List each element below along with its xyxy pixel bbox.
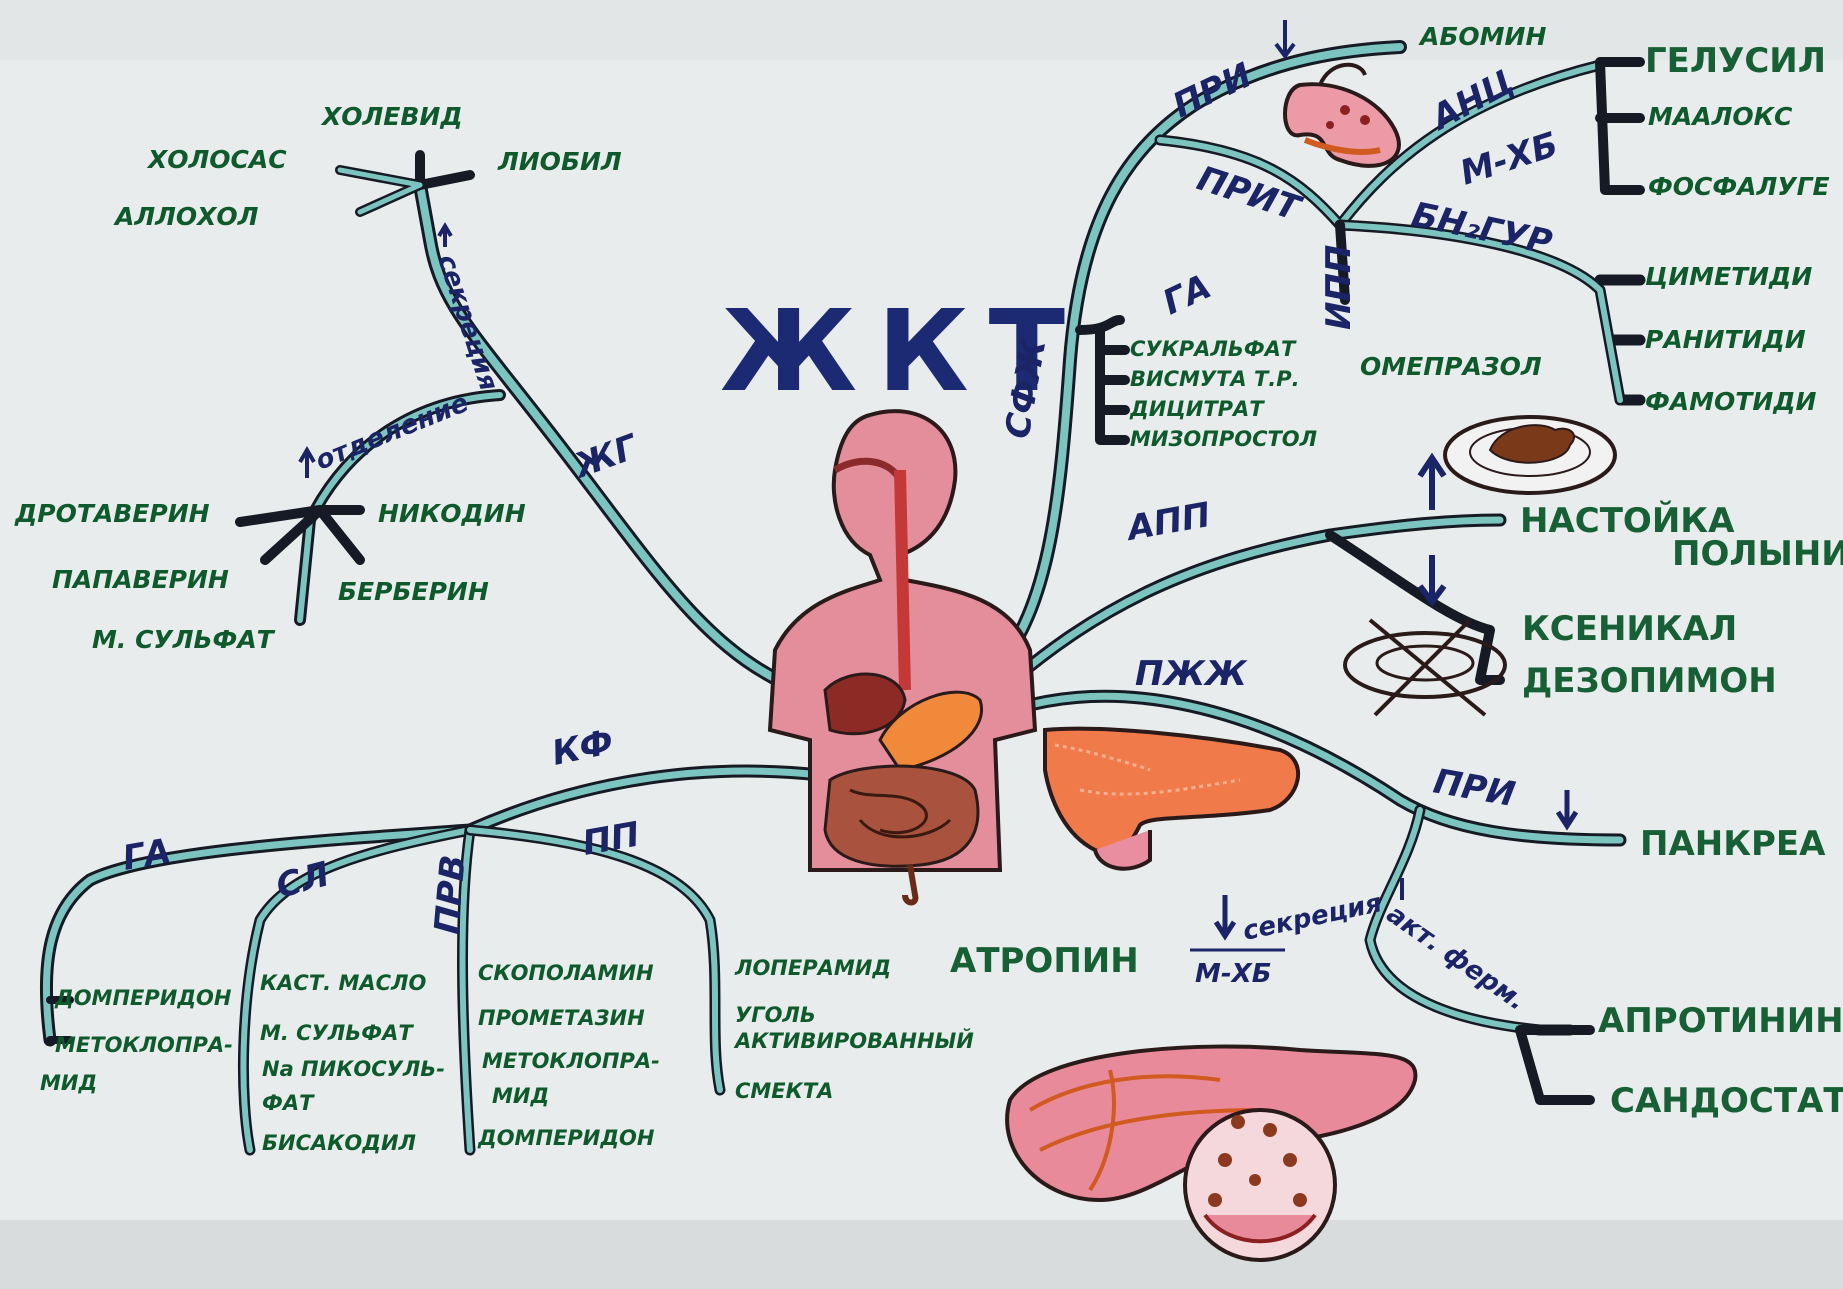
drug-prometazin: ПРОМЕТАЗИН: [478, 1006, 645, 1030]
drug-dicitrat: ДИЦИТРАТ: [1129, 397, 1265, 421]
branch-label-pancreas: ПЖЖ: [1135, 654, 1248, 694]
drug-ksenikal: КСЕНИКАЛ: [1522, 609, 1737, 649]
drug-ugol: УГОЛЬ: [735, 1003, 816, 1027]
drug-kast-maslo: КАСТ. МАСЛО: [260, 971, 426, 995]
drug-mizoprostol: МИЗОПРОСТОЛ: [1130, 427, 1317, 451]
drug-famotidin: ФАМОТИДИ: [1645, 387, 1817, 416]
branch-label-ga-intestine: ГА: [120, 831, 174, 879]
drug-papaverin: ПАПАВЕРИН: [52, 565, 229, 594]
drug-cimetidin: ЦИМЕТИДИ: [1645, 262, 1812, 291]
drug-metoklopramid-ga: МЕТОКЛОПРА-: [55, 1033, 233, 1057]
drug-liobil: ЛИОБИЛ: [497, 147, 622, 176]
drug-holosas: ХОЛОСАС: [146, 145, 287, 174]
drug-domperidon-prb: ДОМПЕРИДОН: [477, 1126, 655, 1150]
drug-ranitidin: РАНИТИДИ: [1645, 325, 1806, 354]
drug-pankrea: ПАНКРЕА: [1640, 824, 1826, 864]
drug-smekta: СМЕКТА: [735, 1079, 833, 1103]
drug-gelusil: ГЕЛУСИЛ: [1645, 41, 1826, 81]
drug-omeprazol: ОМЕПРАЗОЛ: [1360, 352, 1542, 381]
pancreas-secretion-sub: М-ХБ: [1195, 959, 1272, 989]
drug-aprotinin: АПРОТИНИН: [1598, 1001, 1843, 1041]
drug-vismuta: ВИСМУТА Т.Р.: [1130, 367, 1300, 391]
drug-polyni: ПОЛЫНИ: [1672, 534, 1843, 574]
drug-drotaverin: ДРОТАВЕРИН: [14, 499, 210, 528]
food-plate-icon: [1445, 417, 1615, 493]
drug-metoklopramid-prb: МЕТОКЛОПРА-: [482, 1049, 660, 1073]
drug-metoklopramid-prb-2: МИД: [492, 1084, 549, 1108]
drug-m-sulfat-bile: М. СУЛЬФАТ: [92, 625, 276, 654]
drug-atropin: АТРОПИН: [950, 941, 1139, 981]
drug-maaloks: МААЛОКС: [1648, 102, 1793, 131]
branch-label-ipp: ИПП: [1319, 245, 1359, 330]
drug-sukralfat: СУКРАЛЬФАТ: [1130, 337, 1297, 361]
drug-berberin: БЕРБЕРИН: [338, 577, 489, 606]
drug-dezopimon: ДЕЗОПИМОН: [1522, 661, 1777, 701]
drug-allohol: АЛЛОХОЛ: [113, 202, 259, 231]
drug-abomin: АБОМИН: [1418, 22, 1546, 51]
drug-na-pikosulfat: Na ПИКОСУЛЬ-: [262, 1057, 445, 1081]
drug-m-sulfat-sl: М. СУЛЬФАТ: [260, 1021, 414, 1045]
drug-nikodin: НИКОДИН: [378, 499, 526, 528]
drug-metoklopramid-ga-2: МИД: [40, 1071, 97, 1095]
branch-label-prb: ПРВ: [427, 853, 474, 935]
drug-fosfalugel: ФОСФАЛУГЕ: [1648, 172, 1830, 201]
drug-bisakodil: БИСАКОДИЛ: [262, 1131, 416, 1155]
drug-na-pikosulfat-2: ФАТ: [262, 1091, 315, 1115]
drug-sandostat: САНДОСТАТ: [1610, 1081, 1843, 1121]
drug-skopolamin: СКОПОЛАМИН: [478, 961, 654, 985]
drug-holevid: ХОЛЕВИД: [320, 102, 463, 131]
drug-domperidon-ga: ДОМПЕРИДОН: [54, 986, 232, 1010]
drug-aktivirovanny: АКТИВИРОВАННЫЙ: [733, 1028, 974, 1053]
drug-loperamid: ЛОПЕРАМИД: [734, 956, 891, 980]
